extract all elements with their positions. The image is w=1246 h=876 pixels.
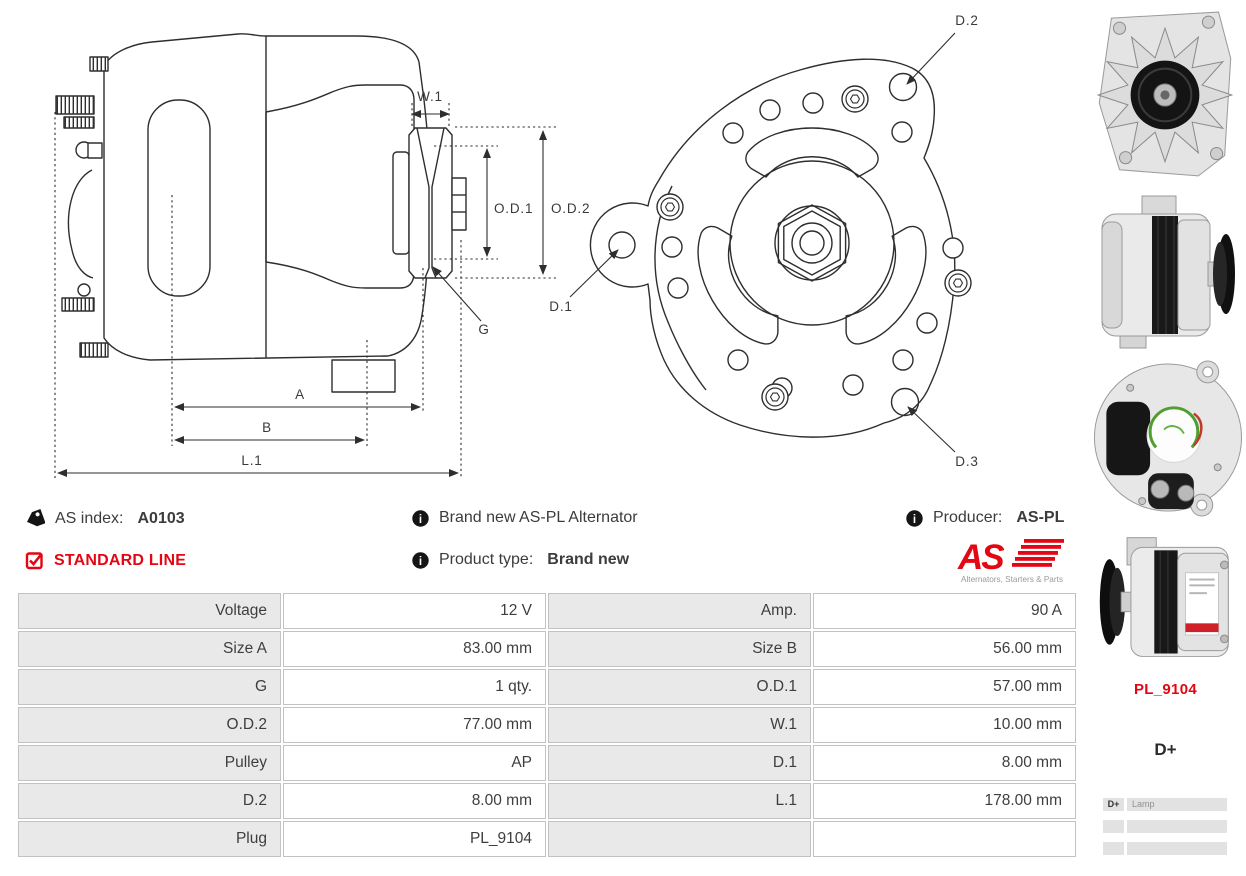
spec-value-cell: 12 V xyxy=(283,593,546,629)
spec-label-cell: D.2 xyxy=(18,783,281,819)
as-index-label: AS index: xyxy=(55,510,124,527)
standard-line-label: STANDARD LINE xyxy=(54,551,187,569)
dim-label-od1: O.D.1 xyxy=(494,201,533,216)
as-index-value: A0103 xyxy=(137,510,185,527)
pinout-row xyxy=(1103,842,1227,855)
info-icon: i xyxy=(906,509,923,527)
table-row: Pulley AP D.1 8.00 mm xyxy=(18,745,1076,781)
spec-label-cell: O.D.1 xyxy=(548,669,811,705)
pin-cell xyxy=(1103,842,1124,855)
spec-value-cell: 1 qty. xyxy=(283,669,546,705)
dim-label-d2: D.2 xyxy=(955,13,978,28)
plug-code: PL_9104 xyxy=(1134,681,1197,698)
spec-value-cell: 83.00 mm xyxy=(283,631,546,667)
spec-value-cell: 8.00 mm xyxy=(813,745,1076,781)
dim-label-b: B xyxy=(262,420,272,435)
product-sidebar: PL_9104 D+ D+ Lamp xyxy=(1085,0,1246,876)
spec-value-cell: 57.00 mm xyxy=(813,669,1076,705)
logo-as-text: AS xyxy=(957,538,1004,577)
producer-label: Producer: xyxy=(933,509,1003,526)
product-photo-front-fan[interactable] xyxy=(1088,6,1242,188)
brand-new-row: i Brand new AS-PL Alternator xyxy=(412,509,638,527)
spec-label-cell: Plug xyxy=(18,821,281,857)
spec-label-cell: Size A xyxy=(18,631,281,667)
table-row: D.2 8.00 mm L.1 178.00 mm xyxy=(18,783,1076,819)
spec-label-cell: L.1 xyxy=(548,783,811,819)
desc-cell xyxy=(1127,820,1227,833)
pinout-row: D+ Lamp xyxy=(1103,798,1227,811)
svg-text:i: i xyxy=(419,556,422,568)
front-view-leaders xyxy=(569,32,956,453)
front-view-drawing xyxy=(589,58,972,438)
technical-drawings: W.1 O.D.1 O.D.2 G A B L.1 xyxy=(54,13,978,478)
spec-label-cell: Size B xyxy=(548,631,811,667)
pin-cell: D+ xyxy=(1103,798,1124,811)
as-index-row: AS index: A0103 xyxy=(25,509,185,529)
spec-label-cell: O.D.2 xyxy=(18,707,281,743)
spec-label-cell: W.1 xyxy=(548,707,811,743)
as-pl-logo: AS Alternators, Starters & Parts xyxy=(957,538,1064,584)
dim-label-d1: D.1 xyxy=(549,299,572,314)
table-row: Plug PL_9104 xyxy=(18,821,1076,857)
spec-label-cell: Amp. xyxy=(548,593,811,629)
product-photo-side-left[interactable] xyxy=(1088,526,1242,672)
table-row: G 1 qty. O.D.1 57.00 mm xyxy=(18,669,1076,705)
front-view-labels: D.2 D.1 D.3 xyxy=(549,13,978,469)
pinout-row xyxy=(1103,820,1227,833)
spec-value-cell: PL_9104 xyxy=(283,821,546,857)
producer-value: AS-PL xyxy=(1016,509,1065,526)
side-view-labels: W.1 O.D.1 O.D.2 G A B L.1 xyxy=(241,89,590,468)
table-row: Size A 83.00 mm Size B 56.00 mm xyxy=(18,631,1076,667)
spec-label-cell: G xyxy=(18,669,281,705)
pin-cell xyxy=(1103,820,1124,833)
dim-label-w1: W.1 xyxy=(417,89,443,104)
svg-text:i: i xyxy=(419,514,422,526)
table-row: O.D.2 77.00 mm W.1 10.00 mm xyxy=(18,707,1076,743)
side-view-drawing xyxy=(55,33,467,393)
spec-value-cell: 10.00 mm xyxy=(813,707,1076,743)
spec-value-cell: 90 A xyxy=(813,593,1076,629)
table-row: Voltage 12 V Amp. 90 A xyxy=(18,593,1076,629)
brand-new-label: Brand new AS-PL Alternator xyxy=(439,509,638,526)
checkbox-check-icon xyxy=(25,552,43,570)
product-photo-side-right[interactable] xyxy=(1088,192,1242,352)
producer-row: i Producer: AS-PL xyxy=(906,509,1064,527)
side-view-dimensions xyxy=(54,103,556,478)
spec-label-cell: D.1 xyxy=(548,745,811,781)
dim-label-l1: L.1 xyxy=(241,453,262,468)
spec-value-cell: 56.00 mm xyxy=(813,631,1076,667)
product-photo-rear[interactable] xyxy=(1088,356,1242,520)
terminal-code: D+ xyxy=(1154,740,1177,759)
info-icon: i xyxy=(412,551,429,569)
dim-label-a: A xyxy=(295,387,305,402)
spec-value-cell: 77.00 mm xyxy=(283,707,546,743)
info-icon: i xyxy=(412,509,429,527)
desc-cell: Lamp xyxy=(1127,798,1227,811)
spec-value-cell: AP xyxy=(283,745,546,781)
dim-label-g: G xyxy=(478,322,489,337)
standard-line-row: STANDARD LINE xyxy=(25,551,186,570)
product-type-row: i Product type: Brand new xyxy=(412,551,629,569)
product-type-label: Product type: xyxy=(439,551,534,568)
spec-value-cell xyxy=(813,821,1076,857)
tag-icon xyxy=(27,509,45,527)
product-type-value: Brand new xyxy=(547,551,630,568)
spec-label-cell: Voltage xyxy=(18,593,281,629)
logo-stripes xyxy=(1012,539,1064,567)
spec-label-cell xyxy=(548,821,811,857)
dim-label-d3: D.3 xyxy=(955,454,978,469)
svg-text:i: i xyxy=(913,514,916,526)
desc-cell xyxy=(1127,842,1227,855)
pinout-table: D+ Lamp xyxy=(1103,798,1227,864)
spec-label-cell: Pulley xyxy=(18,745,281,781)
spec-value-cell: 8.00 mm xyxy=(283,783,546,819)
specs-table: Voltage 12 V Amp. 90 A Size A 83.00 mm S… xyxy=(16,591,1078,859)
dim-label-od2: O.D.2 xyxy=(551,201,590,216)
logo-tagline: Alternators, Starters & Parts xyxy=(961,575,1063,584)
spec-value-cell: 178.00 mm xyxy=(813,783,1076,819)
